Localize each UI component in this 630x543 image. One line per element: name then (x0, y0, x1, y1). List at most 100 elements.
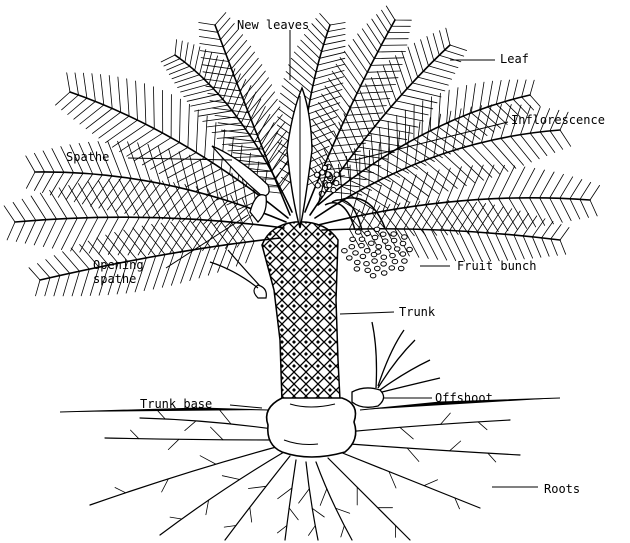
label-opening-spathe-line1: Opening (93, 258, 144, 272)
rootlet (488, 453, 496, 462)
date-fruit (359, 243, 365, 247)
label-trunk-base: Trunk base (140, 397, 212, 411)
date-fruit (400, 241, 406, 245)
date-fruit (376, 245, 382, 249)
rootlet (478, 422, 487, 430)
frond-leaflets (199, 13, 296, 194)
date-fruit (400, 252, 406, 256)
rootlet (248, 486, 266, 488)
rootlet (211, 427, 224, 440)
frond-rachis (318, 95, 530, 205)
frond-leaflets (4, 179, 253, 255)
root (346, 420, 510, 432)
leader-trunk (340, 312, 394, 314)
rootlet (277, 526, 286, 533)
rootlet (220, 410, 231, 424)
label-leaf: Leaf (500, 52, 529, 66)
inflorescence-flower (334, 172, 339, 177)
label-offshoot: Offshoot (435, 391, 493, 405)
rootlet (185, 421, 196, 431)
date-fruit (370, 274, 376, 278)
rootlet (157, 410, 165, 419)
label-opening-spathe-line2: spathe (93, 272, 136, 286)
rootlet (341, 526, 345, 537)
date-fruit (371, 252, 377, 256)
inflorescence-flower (315, 172, 320, 177)
rootlet (168, 439, 179, 449)
date-fruit (364, 262, 370, 266)
inflorescence (315, 164, 340, 205)
rootlet (131, 430, 139, 439)
label-trunk: Trunk (399, 305, 435, 319)
date-fruit (392, 259, 398, 263)
rootlet (170, 517, 182, 519)
label-roots: Roots (544, 482, 580, 496)
frond-rachis (40, 238, 280, 280)
root (340, 452, 480, 508)
date-fruit (372, 235, 378, 239)
date-fruit (391, 232, 397, 236)
date-fruit (374, 227, 380, 231)
leader-trunk-base (230, 405, 262, 408)
rootlet (278, 488, 292, 499)
rootlet (309, 526, 316, 536)
frond-leaflets (56, 73, 268, 210)
date-fruit (350, 237, 356, 241)
inflorescence-flower (331, 187, 336, 192)
rootlet (115, 488, 126, 493)
rootlet (299, 489, 310, 503)
root (306, 462, 318, 540)
date-fruit (382, 239, 388, 243)
date-fruit (389, 266, 395, 270)
date-fruit (355, 260, 361, 264)
date-fruit (342, 249, 348, 253)
rootlet (289, 508, 298, 520)
rootlet (441, 413, 451, 424)
date-fruit (355, 230, 361, 234)
date-fruit (407, 247, 413, 251)
date-fruit (354, 267, 360, 271)
date-fruit (380, 232, 386, 236)
date-fruit (381, 255, 387, 259)
root (160, 452, 284, 535)
root (140, 418, 280, 430)
root (316, 462, 352, 540)
date-fruit (394, 247, 400, 251)
rootlet (222, 476, 239, 480)
date-fruit (364, 249, 370, 253)
old-leaf-stub (210, 250, 266, 298)
root (328, 458, 410, 540)
date-fruit (402, 235, 408, 239)
label-new-leaves: New leaves (237, 18, 309, 32)
date-fruit (360, 254, 366, 258)
label-fruit-bunch: Fruit bunch (457, 259, 536, 273)
rootlet (250, 507, 252, 522)
date-fruit (375, 266, 381, 270)
date-fruit (365, 231, 371, 235)
frond-leaflets (315, 28, 467, 194)
trunk (262, 222, 340, 402)
opening-spathe (250, 195, 266, 222)
date-fruit (386, 245, 392, 249)
date-fruit (347, 256, 353, 260)
label-inflorescence: Inflorescence (511, 113, 605, 127)
rootlet (424, 480, 438, 486)
frond-rachis (175, 55, 292, 212)
inflorescence-flower (315, 183, 320, 188)
date-fruit (349, 245, 355, 249)
date-fruit (359, 237, 365, 241)
root (350, 444, 520, 455)
date-fruit (391, 238, 397, 242)
date-fruit (353, 251, 359, 255)
date-fruit (369, 241, 375, 245)
root (105, 438, 282, 440)
rootlet (400, 427, 414, 439)
root (90, 446, 280, 505)
new-leaves (287, 88, 312, 228)
rootlet (450, 441, 461, 451)
inflorescence-flower (320, 170, 325, 175)
rootlet (407, 448, 419, 461)
rootlet (200, 456, 216, 464)
root (285, 460, 296, 540)
inflorescence-flower (327, 183, 332, 188)
